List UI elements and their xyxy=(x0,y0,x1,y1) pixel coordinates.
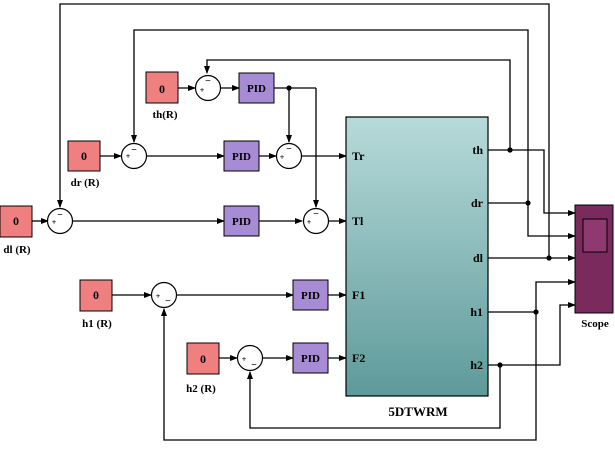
pid-label: PID xyxy=(301,290,320,302)
pid-label: PID xyxy=(232,151,251,163)
constant-value: 0 xyxy=(93,288,99,302)
minus-sign: − xyxy=(165,296,171,307)
scope-screen-icon xyxy=(582,218,608,253)
scope-block[interactable]: Scope xyxy=(574,204,614,330)
constant-value: 0 xyxy=(81,149,87,163)
plant-output-dl: dl xyxy=(473,251,484,265)
sum-block-h2-error[interactable]: + − xyxy=(236,344,264,372)
minus-sign: − xyxy=(251,360,257,371)
scope-label: Scope xyxy=(581,318,609,330)
pid-block-th[interactable]: PID xyxy=(238,72,275,104)
constant-label: h2 (R) xyxy=(186,383,216,395)
pid-block-dl[interactable]: PID xyxy=(223,205,260,237)
plus-sign: + xyxy=(200,86,205,95)
plant-name: 5DTWRM xyxy=(388,404,447,419)
pid-block-h1[interactable]: PID xyxy=(292,279,329,311)
pid-label: PID xyxy=(301,353,320,365)
constant-block-h2[interactable]: 0 h2 (R) xyxy=(186,342,220,395)
sum-block-tr[interactable]: + − xyxy=(275,142,303,170)
junction-dots xyxy=(286,85,552,368)
plus-sign: + xyxy=(242,355,247,364)
plant-input-f2: F2 xyxy=(352,351,365,365)
pid-block-h2[interactable]: PID xyxy=(292,342,329,374)
sum-block-th-error[interactable]: + − xyxy=(194,74,222,102)
constant-block-th[interactable]: 0 th(R) xyxy=(145,71,179,121)
constant-value: 0 xyxy=(200,352,206,366)
sum-block-tl[interactable]: + − xyxy=(302,207,330,235)
constant-label: dl (R) xyxy=(3,244,31,256)
plus-sign: + xyxy=(307,218,312,227)
constant-label: h1 (R) xyxy=(82,318,112,330)
constant-value: 0 xyxy=(13,214,19,228)
constant-block-h1[interactable]: 0 h1 (R) xyxy=(79,279,113,330)
minus-sign: − xyxy=(131,145,137,156)
pid-block-dr[interactable]: PID xyxy=(223,140,260,172)
minus-sign: − xyxy=(286,144,292,155)
constant-label: th(R) xyxy=(152,109,177,121)
minus-sign: − xyxy=(57,210,63,221)
plus-sign: + xyxy=(280,153,285,162)
plant-input-f1: F1 xyxy=(352,288,365,302)
plus-sign: + xyxy=(52,218,57,227)
minus-sign: − xyxy=(313,209,319,220)
plant-output-dr: dr xyxy=(471,196,484,210)
plant-output-th: th xyxy=(472,143,483,157)
constant-block-dr[interactable]: 0 dr (R) xyxy=(67,140,101,189)
sum-block-h1-error[interactable]: + − xyxy=(150,281,178,309)
minus-sign: − xyxy=(205,76,211,87)
sum-block-dl-error[interactable]: + − xyxy=(46,207,74,235)
pid-label: PID xyxy=(247,83,266,95)
sum-block-dr-error[interactable]: + − xyxy=(120,142,148,170)
constant-value: 0 xyxy=(159,82,165,96)
plus-sign: + xyxy=(156,292,161,301)
plant-input-tr: Tr xyxy=(352,149,365,163)
plant-output-h2: h2 xyxy=(470,358,483,372)
constant-label: dr (R) xyxy=(71,177,100,189)
constant-block-dl[interactable]: 0 dl (R) xyxy=(0,205,33,256)
signal-lines xyxy=(32,3,576,441)
plant-output-h1: h1 xyxy=(470,305,483,319)
plant-block[interactable]: Tr Tl F1 F2 th dr dl h1 h2 xyxy=(345,116,489,397)
plant-input-tl: Tl xyxy=(352,214,364,228)
plus-sign: + xyxy=(126,152,131,161)
pid-label: PID xyxy=(232,216,251,228)
